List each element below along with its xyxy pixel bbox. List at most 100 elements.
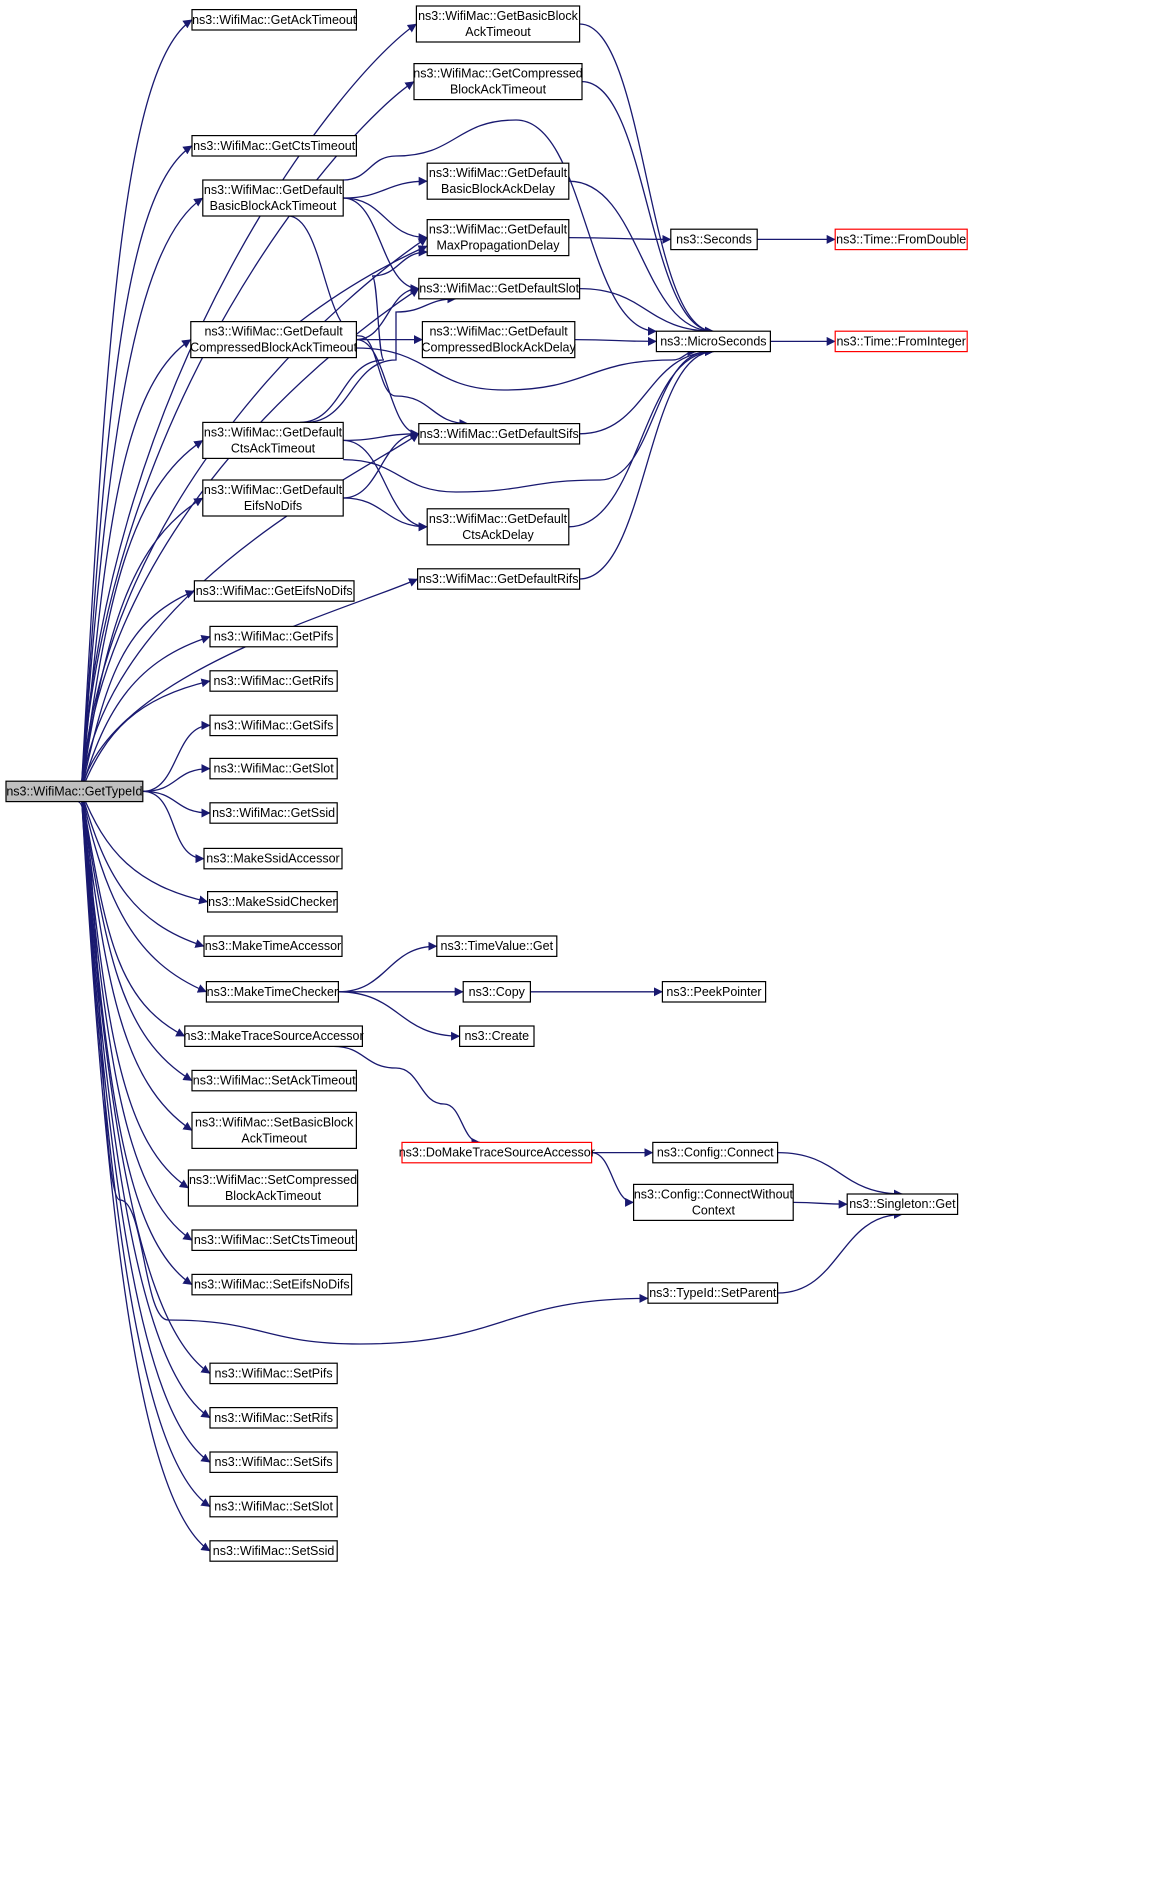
edge-root-to-typeIdSetParent	[77, 800, 649, 1345]
node-setPifs[interactable]: ns3::WifiMac::SetPifs	[209, 1362, 338, 1385]
edge-root-to-getSsid	[142, 790, 211, 818]
node-box	[421, 321, 576, 359]
node-makeSsidAccessor[interactable]: ns3::MakeSsidAccessor	[203, 847, 343, 870]
node-box	[655, 330, 772, 353]
node-setEifsNoDifs[interactable]: ns3::WifiMac::SetEifsNoDifs	[191, 1273, 353, 1296]
node-label: BlockAckTimeout	[225, 1189, 322, 1203]
node-box	[834, 330, 968, 353]
node-box	[647, 1282, 779, 1304]
node-getDefaultCompressedBlockAckTimeout[interactable]: ns3::WifiMac::GetDefaultCompressedBlockA…	[190, 321, 358, 359]
edge-root-to-getRifs	[80, 678, 211, 792]
edge-path	[80, 791, 193, 1241]
node-setSlot[interactable]: ns3::WifiMac::SetSlot	[209, 1495, 338, 1518]
node-setAckTimeout[interactable]: ns3::WifiMac::SetAckTimeout	[191, 1069, 357, 1092]
node-getCompressedBlockAckTimeout[interactable]: ns3::WifiMac::GetCompressedBlockAckTimeo…	[413, 62, 583, 101]
node-getPifs[interactable]: ns3::WifiMac::GetPifs	[209, 625, 338, 648]
edge-root-to-setCtsTimeout	[80, 791, 193, 1241]
node-getDefaultBasicBlockAckTimeout[interactable]: ns3::WifiMac::GetDefaultBasicBlockAckTim…	[202, 179, 344, 217]
node-makeTimeChecker[interactable]: ns3::MakeTimeChecker	[205, 980, 339, 1003]
node-label: ns3::DoMakeTraceSourceAccessor	[399, 1146, 595, 1160]
node-getDefaultRifs[interactable]: ns3::WifiMac::GetDefaultRifs	[417, 568, 581, 590]
edge-root-to-getPifs	[80, 634, 211, 792]
edge-path	[80, 145, 193, 792]
node-box	[209, 714, 338, 737]
edge-root-to-makeTraceSourceAccessor	[80, 791, 186, 1037]
node-configConnect[interactable]: ns3::Config::Connect	[652, 1141, 779, 1164]
node-label: ns3::TimeValue::Get	[441, 939, 554, 953]
edge-path	[579, 347, 714, 580]
node-label: ns3::WifiMac::GetSsid	[212, 806, 335, 820]
node-makeTraceSourceAccessor[interactable]: ns3::MakeTraceSourceAccessor	[184, 1025, 364, 1047]
node-seconds[interactable]: ns3::Seconds	[670, 228, 758, 251]
node-getDefaultSifs[interactable]: ns3::WifiMac::GetDefaultSifs	[418, 423, 581, 445]
node-getDefaultSlot[interactable]: ns3::WifiMac::GetDefaultSlot	[418, 277, 581, 300]
edge-root-to-setSifs	[80, 791, 211, 1463]
edge-path	[579, 287, 714, 336]
node-timeFromInteger[interactable]: ns3::Time::FromInteger	[834, 330, 968, 353]
edge-root-to-setPifs	[80, 791, 211, 1374]
node-setRifs[interactable]: ns3::WifiMac::SetRifs	[209, 1406, 338, 1429]
node-singletonGet[interactable]: ns3::Singleton::Get	[846, 1193, 959, 1215]
node-label: AckTimeout	[241, 1131, 307, 1145]
node-getDefaultMaxPropagationDelay[interactable]: ns3::WifiMac::GetDefaultMaxPropagationDe…	[426, 219, 570, 257]
node-label: BlockAckTimeout	[450, 83, 547, 97]
node-label: ns3::WifiMac::GetDefaultSlot	[419, 282, 579, 296]
node-getCtsTimeout[interactable]: ns3::WifiMac::GetCtsTimeout	[191, 135, 357, 157]
edge-path	[343, 429, 420, 442]
node-peekPointer[interactable]: ns3::PeekPointer	[661, 980, 767, 1003]
edge-getDefaultEifsNoDifs-to-getDefaultCtsAckDelay	[343, 497, 428, 532]
node-setCompressedBlockAckTimeout[interactable]: ns3::WifiMac::SetCompressedBlockAckTimeo…	[187, 1169, 359, 1207]
node-box	[426, 162, 570, 200]
edge-makeTimeChecker-to-timeValueGet	[338, 941, 438, 993]
node-getRifs[interactable]: ns3::WifiMac::GetRifs	[209, 670, 338, 692]
edge-path	[80, 339, 192, 792]
node-makeSsidChecker[interactable]: ns3::MakeSsidChecker	[207, 890, 338, 913]
node-label: ns3::MakeSsidChecker	[208, 895, 337, 909]
node-microSeconds[interactable]: ns3::MicroSeconds	[655, 330, 772, 353]
node-setCtsTimeout[interactable]: ns3::WifiMac::SetCtsTimeout	[191, 1229, 357, 1251]
node-box	[209, 1495, 338, 1518]
node-label: EifsNoDifs	[244, 499, 302, 513]
node-box	[203, 847, 343, 870]
edge-path	[777, 1151, 903, 1199]
node-getEifsNoDifs[interactable]: ns3::WifiMac::GetEifsNoDifs	[193, 580, 355, 602]
edge-getDefaultBasicBlockAckDelay-to-microSeconds	[568, 180, 714, 336]
edge-root-to-setCompressedBlockAckTimeout	[80, 791, 189, 1189]
edge-path	[142, 764, 211, 793]
node-makeTimeAccessor[interactable]: ns3::MakeTimeAccessor	[203, 935, 343, 957]
node-doMakeTraceSourceAccessor[interactable]: ns3::DoMakeTraceSourceAccessor	[399, 1141, 595, 1164]
edge-getDefaultBasicBlockAckTimeout-to-getDefaultBasicBlockAckDelay	[343, 176, 428, 199]
node-getSsid[interactable]: ns3::WifiMac::GetSsid	[209, 802, 338, 824]
node-getSifs[interactable]: ns3::WifiMac::GetSifs	[209, 714, 338, 737]
edge-makeTraceSourceAccessor-to-doMakeTraceSourceAccessor	[333, 1045, 481, 1147]
node-timeValueGet[interactable]: ns3::TimeValue::Get	[436, 935, 558, 957]
node-getDefaultCompressedBlockAckDelay[interactable]: ns3::WifiMac::GetDefaultCompressedBlockA…	[421, 321, 576, 359]
node-setSifs[interactable]: ns3::WifiMac::SetSifs	[209, 1451, 338, 1473]
node-getDefaultBasicBlockAckDelay[interactable]: ns3::WifiMac::GetDefaultBasicBlockAckDel…	[426, 162, 570, 200]
edge-getDefaultCtsAckDelay-to-microSeconds	[568, 347, 714, 528]
node-box	[846, 1193, 959, 1215]
edge-configConnectWithoutContext-to-singletonGet	[793, 1199, 848, 1209]
node-copy[interactable]: ns3::Copy	[462, 980, 532, 1003]
node-typeIdSetParent[interactable]: ns3::TypeId::SetParent	[647, 1282, 779, 1304]
node-label: CtsAckDelay	[462, 528, 534, 542]
edge-path	[77, 800, 649, 1345]
node-create[interactable]: ns3::Create	[459, 1025, 535, 1047]
node-getSlot[interactable]: ns3::WifiMac::GetSlot	[209, 757, 338, 780]
node-box	[191, 135, 357, 157]
node-timeFromDouble[interactable]: ns3::Time::FromDouble	[834, 228, 968, 251]
node-setSsid[interactable]: ns3::WifiMac::SetSsid	[209, 1540, 338, 1562]
node-root[interactable]: ns3::WifiMac::GetTypeId	[5, 780, 144, 803]
node-label: ns3::MakeTraceSourceAccessor	[184, 1029, 364, 1043]
node-getAckTimeout[interactable]: ns3::WifiMac::GetAckTimeout	[191, 9, 357, 31]
edge-path	[777, 1209, 903, 1294]
edge-getDefaultCtsAckTimeout-to-getDefaultMaxPropagationDelay	[299, 247, 428, 424]
node-box	[209, 1540, 338, 1562]
edge-path	[80, 791, 207, 993]
